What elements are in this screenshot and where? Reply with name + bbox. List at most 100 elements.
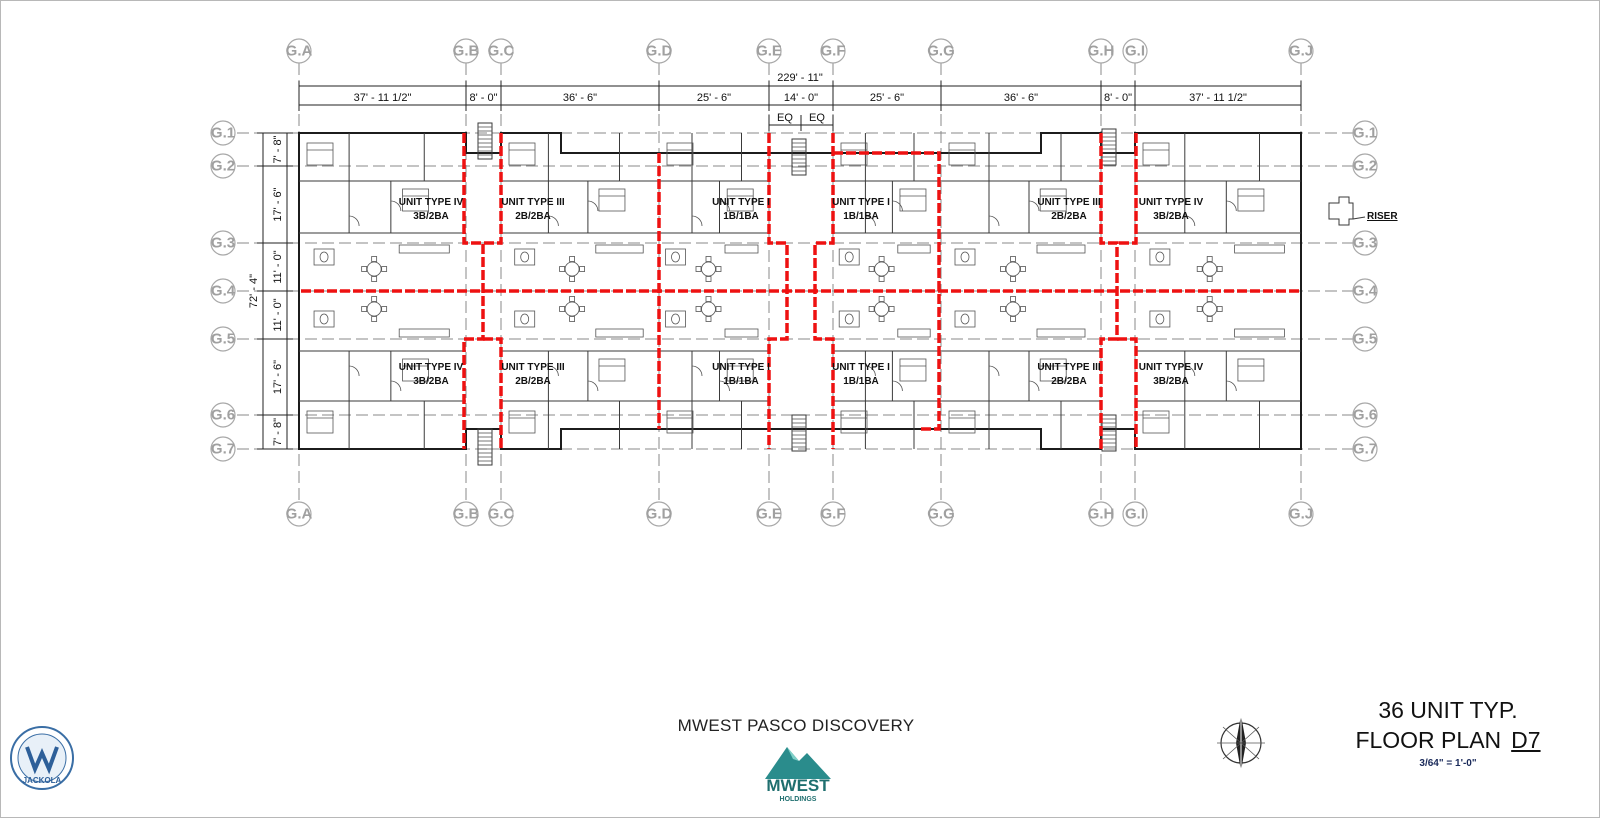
unit-bed-bath-label: 1B/1BA [723, 211, 759, 222]
grid-bubble-label: G.E [756, 506, 782, 523]
bed-fixture [726, 188, 754, 212]
unit-type-label: UNIT TYPE III [501, 197, 565, 208]
grid-bubble-ga: G.A [286, 38, 312, 64]
unit-separation-line [483, 133, 503, 449]
chair-fixture [868, 306, 875, 312]
jackola-logo: JACKOLA [9, 725, 75, 791]
unit-bed-bath-label: 2B/2BA [1051, 376, 1087, 387]
chair-fixture [878, 276, 885, 282]
unit-separation-line [1117, 133, 1138, 449]
bed-fixture [948, 410, 976, 434]
north-arrow-icon [1213, 713, 1269, 773]
grid-bubble-label: G.2 [1353, 158, 1377, 175]
unit-bed-bath-label: 3B/2BA [413, 211, 449, 222]
chair-fixture [715, 266, 722, 272]
bed-fixture [508, 142, 536, 166]
segment-dimension-label: 37' - 11 1/2" [1189, 92, 1247, 104]
unit-type-label: UNIT TYPE III [501, 362, 565, 373]
chair-fixture [371, 296, 378, 302]
chair-fixture [569, 296, 575, 302]
segment-dimension-label: 8' - 0" [1104, 92, 1132, 104]
grid-bubble-g6: G.6 [1352, 402, 1378, 428]
grid-bubble-label: G.G [927, 43, 955, 60]
grid-bubble-label: G.G [927, 506, 955, 523]
unit-label-8: UNIT TYPE III 2B/2BA [501, 362, 565, 387]
chair-fixture [888, 266, 895, 272]
row-dimension-label: 7' - 8" [272, 135, 284, 163]
mwest-holdings-logo: MWEST HOLDINGS [753, 739, 843, 805]
toilet-fixture [1155, 251, 1165, 263]
grid-bubble-label: G.4 [211, 283, 236, 300]
grid-bubble-label: G.C [488, 506, 515, 523]
kitchen-counter [595, 328, 644, 338]
chair-fixture [559, 306, 565, 312]
table-fixture [874, 301, 889, 317]
chair-fixture [569, 256, 575, 262]
chair-fixture [1206, 316, 1213, 322]
grid-bubble-gj: G.J [1288, 501, 1314, 527]
grid-bubble-g5: G.5 [1352, 326, 1378, 352]
door-swing [349, 365, 360, 377]
sheet-number: D7 [1511, 727, 1541, 753]
grid-bubble-gf: G.F [820, 38, 846, 64]
row-dimension-label: 7' - 8" [272, 418, 284, 446]
grid-bubble-g6: G.6 [210, 402, 236, 428]
toilet-fixture [520, 251, 530, 263]
grid-bubble-g2: G.2 [210, 153, 236, 179]
unit-bed-bath-label: 2B/2BA [515, 376, 551, 387]
chair-fixture [705, 296, 712, 302]
bath-fixture [1149, 248, 1171, 266]
grid-bubble-label: G.H [1088, 43, 1115, 60]
bath-fixture [514, 310, 536, 328]
chair-fixture [878, 296, 885, 302]
kitchen-counter [1036, 328, 1086, 338]
bath-fixture [838, 310, 860, 328]
chair-fixture [868, 266, 875, 272]
grid-bubble-gc: G.C [488, 38, 515, 64]
toilet-fixture [844, 313, 854, 325]
bed-fixture [666, 410, 694, 434]
table-fixture [1202, 301, 1218, 317]
drawing-scale: 3/64" = 1'-0" [1419, 758, 1477, 769]
unit-type-label: UNIT TYPE I [832, 362, 890, 373]
grid-bubble-label: G.6 [1353, 407, 1377, 424]
grid-bubble-label: G.C [488, 43, 515, 60]
grid-bubble-g2: G.2 [1352, 153, 1378, 179]
grid-bubble-g7: G.7 [210, 436, 236, 462]
sheet-title-text: FLOOR PLAN [1355, 727, 1502, 753]
door-swing [548, 215, 559, 227]
unit-type-label: UNIT TYPE I [712, 197, 770, 208]
segment-dimension-label: 37' - 11 1/2" [354, 92, 412, 104]
door-swing [1028, 200, 1040, 212]
chair-fixture [381, 266, 388, 272]
grid-bubble-g3: G.3 [210, 230, 236, 256]
chair-fixture [371, 316, 378, 322]
grid-bubble-ga: G.A [286, 501, 312, 527]
grid-bubble-label: G.D [646, 506, 673, 523]
grid-bubble-gh: G.H [1088, 501, 1114, 527]
door-swing [892, 200, 903, 212]
eq-label: EQ [809, 112, 825, 124]
dimension-layer: 229' - 11"37' - 11 1/2"8' - 0"36' - 6"25… [248, 72, 1302, 450]
sheet-title-line2: FLOOR PLAN D7 [1343, 725, 1553, 755]
bed-fixture [948, 142, 976, 166]
kitchen-counter [724, 244, 759, 254]
bed-fixture [666, 142, 694, 166]
grid-bubble-label: G.J [1289, 43, 1313, 60]
table-fixture [701, 261, 716, 277]
toilet-fixture [1155, 313, 1165, 325]
unit-label-3: UNIT TYPE I 1B/1BA [712, 197, 770, 222]
bed-fixture [598, 188, 626, 212]
eq-label: EQ [777, 112, 793, 124]
toilet-fixture [671, 313, 680, 325]
bed-fixture [1237, 188, 1265, 212]
bed-fixture [508, 410, 536, 434]
toilet-fixture [671, 251, 680, 263]
door-swing [1226, 380, 1237, 392]
chair-fixture [878, 256, 885, 262]
unit-separation-lines [301, 133, 1299, 449]
grid-bubble-gd: G.D [646, 501, 673, 527]
